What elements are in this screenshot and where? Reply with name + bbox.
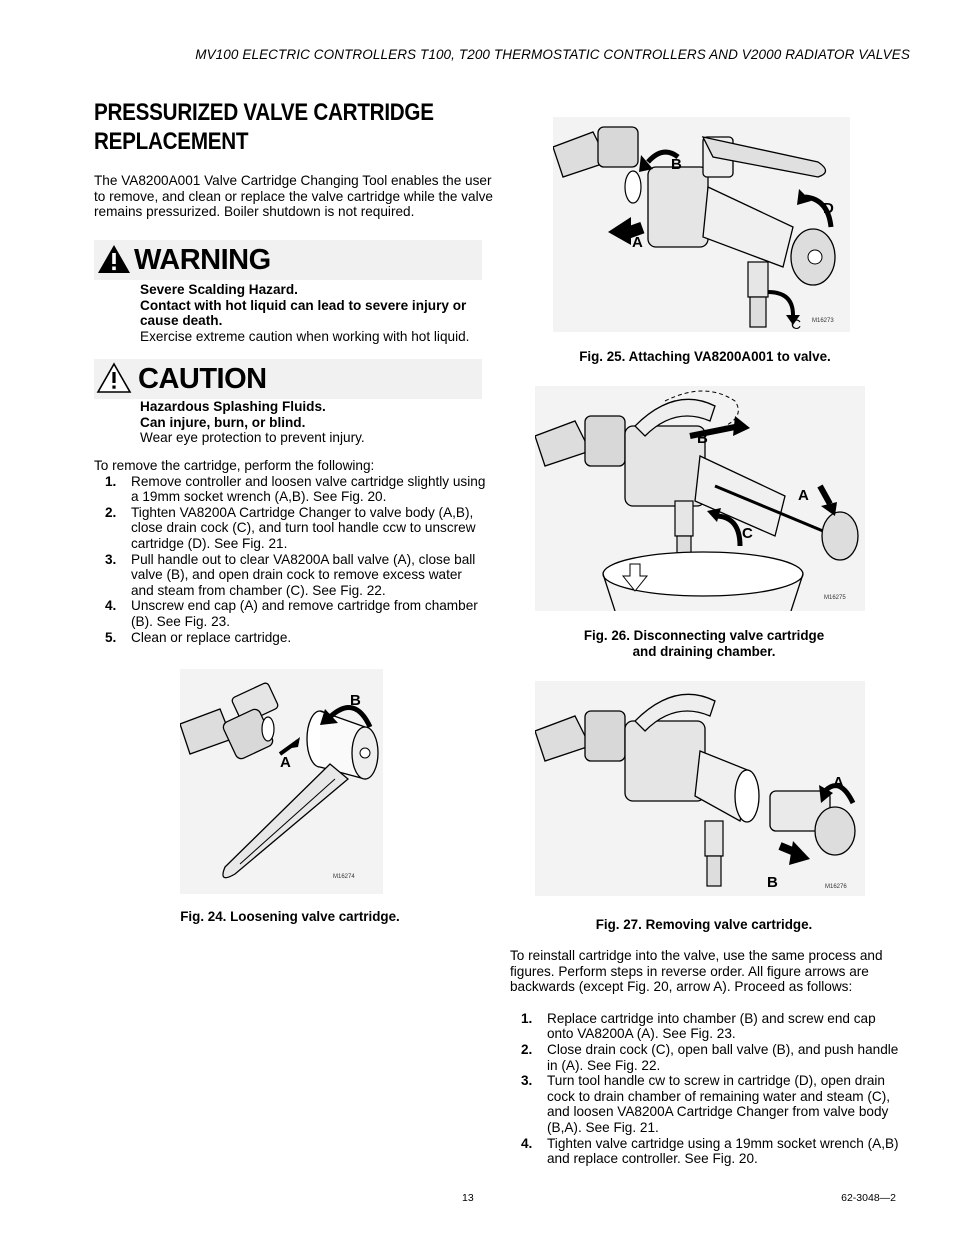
fig25-label-b: B [671,156,682,173]
warning-triangle-icon [98,245,130,273]
fig25-caption: Fig. 25. Attaching VA8200A001 to valve. [579,349,831,364]
page-number: 13 [462,1192,474,1204]
doc-number: 62-3048—2 [841,1192,896,1204]
caution-line-3: Wear eye protection to prevent injury. [140,430,365,446]
fig26-label-b: B [697,430,708,447]
warning-heading: WARNING [134,244,271,276]
fig25-code: M16273 [812,318,834,324]
warning-block: WARNING Severe Scalding Hazard. Contact … [94,240,482,344]
intro-paragraph: The VA8200A001 Valve Cartridge Changing … [94,173,493,220]
fig27-label-a: A [833,774,844,791]
fig26-caption-line1: Fig. 26. Disconnecting valve cartridge [583,628,825,643]
warning-line-1: Severe Scalding Hazard. [140,282,298,297]
section-title-line2: REPLACEMENT [94,128,249,155]
fig24-label-a: A [280,754,291,771]
fig26-code: M16275 [824,595,846,601]
warning-line-2: Contact with hot liquid can lead to seve… [140,297,467,329]
fig26-illustration: B A C M16275 [534,386,865,612]
fig25-illustration: B A D C M16273 [552,117,850,332]
list-item: 2.Tighten VA8200A Cartridge Changer to v… [105,504,476,551]
fig24-caption: Fig. 24. Loosening valve cartridge. [180,909,400,924]
warning-bar: WARNING [94,240,482,280]
section-title-line1: PRESSURIZED VALVE CARTRIDGE [94,99,434,126]
caution-line-1: Hazardous Splashing Fluids. [140,399,326,414]
fig26-label-c: C [742,525,753,542]
fig26-caption-line2: and draining chamber. [632,644,776,659]
figure-26: B A C M16275 [534,386,865,612]
fig26-caption: Fig. 26. Disconnecting valve cartridge a… [545,628,863,660]
list-item: 3.Pull handle out to clear VA8200A ball … [105,551,476,598]
list-item: 5.Clean or replace cartridge. [105,629,292,645]
fig27-caption: Fig. 27. Removing valve cartridge. [595,917,813,932]
list-item: 4.Tighten valve cartridge using a 19mm s… [521,1135,899,1167]
fig24-illustration: B A M16274 [179,669,383,894]
list-item: 3.Turn tool handle cw to screw in cartri… [521,1073,891,1135]
list-item: 4.Unscrew end cap (A) and remove cartrid… [105,598,478,629]
section-title: PRESSURIZED VALVE CARTRIDGE REPLACEMENT [94,98,455,156]
warning-line-3: Exercise extreme caution when working wi… [140,328,470,344]
remove-lead: To remove the cartridge, perform the fol… [94,458,375,473]
reinstall-steps-list: 1.Replace cartridge into chamber (B) and… [510,1011,902,1167]
list-item: 1.Remove controller and loosen valve car… [105,473,486,505]
list-item: 2.Close drain cock (C), open ball valve … [521,1041,899,1073]
list-item: 1.Replace cartridge into chamber (B) and… [521,1010,876,1042]
caution-block: CAUTION Hazardous Splashing Fluids. Can … [94,359,482,446]
running-header: MV100 ELECTRIC CONTROLLERS T100, T200 TH… [195,47,910,62]
fig24-code: M16274 [333,874,355,880]
remove-steps-list: 1.Remove controller and loosen valve car… [94,474,486,646]
fig27-code: M16276 [825,884,847,890]
reinstall-procedure: To reinstall cartridge into the valve, u… [510,948,902,1167]
fig27-label-b: B [767,874,778,891]
figure-24: B A M16274 [179,669,383,894]
remove-procedure: To remove the cartridge, perform the fol… [94,458,486,645]
fig25-label-d: D [823,200,834,217]
fig27-illustration: A B M16276 [534,681,865,896]
caution-heading: CAUTION [138,363,267,395]
fig25-label-a: A [632,234,643,251]
fig26-label-a: A [798,487,809,504]
reinstall-lead: To reinstall cartridge into the valve, u… [510,948,883,995]
caution-bar: CAUTION [94,359,482,399]
fig25-label-c: C [791,316,801,332]
fig24-label-b: B [350,692,361,709]
caution-line-2: Can injure, burn, or blind. [140,414,306,430]
figure-25: B A D C M16273 [552,117,850,332]
caution-triangle-icon [96,362,132,393]
figure-27: A B M16276 [534,681,865,896]
